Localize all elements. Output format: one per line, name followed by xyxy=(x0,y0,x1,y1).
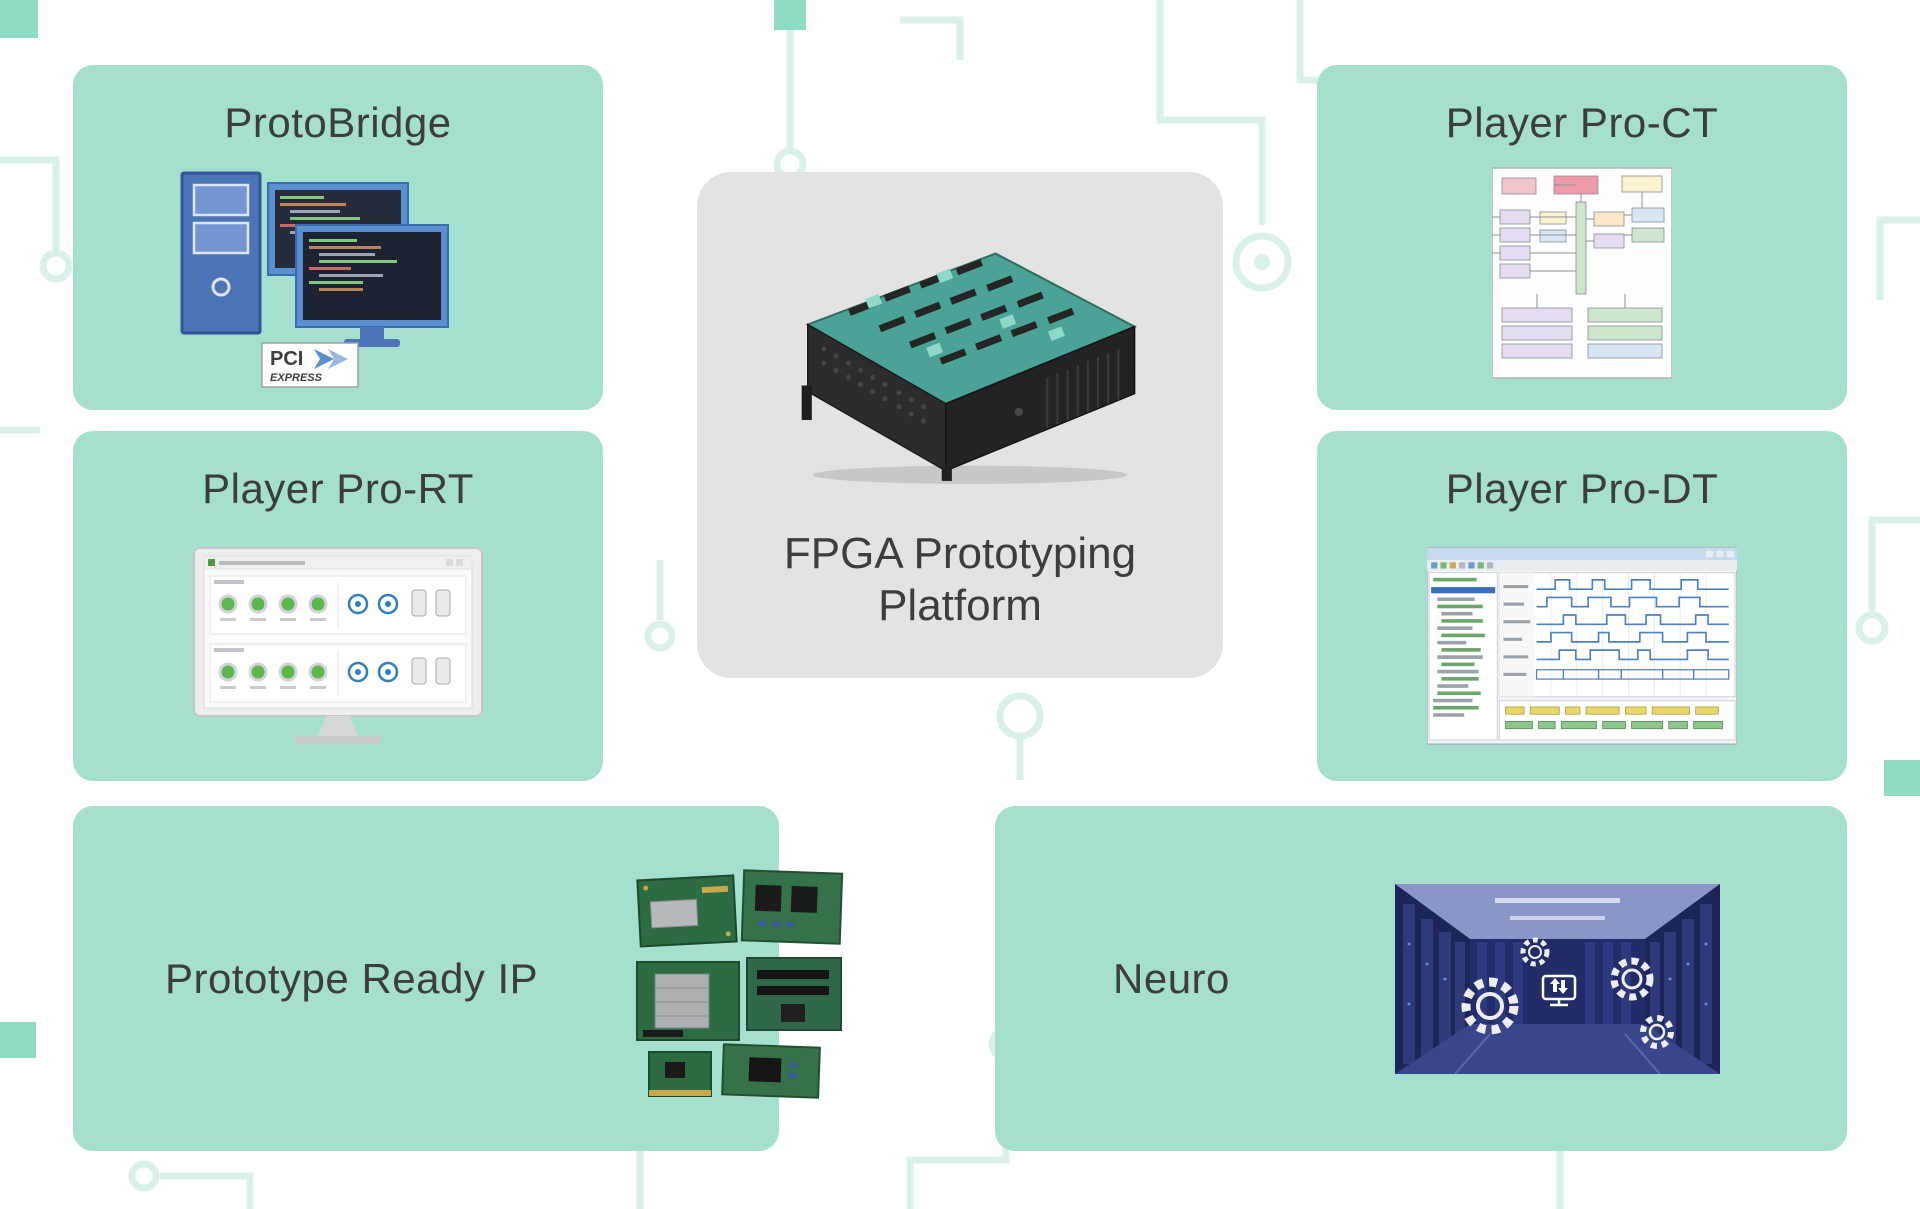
signal-tree-panel xyxy=(1428,572,1498,741)
pci-express-logo: PCI EXPRESS xyxy=(261,342,359,388)
card-title-neuro: Neuro xyxy=(1113,954,1230,1002)
pcb-board-dual-chip xyxy=(740,869,844,945)
card-title-protobridge: ProtoBridge xyxy=(224,99,452,146)
schedule-panel xyxy=(1498,700,1736,741)
pc-tower xyxy=(180,171,262,335)
fpga-chassis-image xyxy=(801,252,1137,484)
pci-logo-text: PCI xyxy=(270,348,303,370)
control-panel-monitor-illustration xyxy=(193,547,483,744)
card-title-player-pro-ct: Player Pro-CT xyxy=(1445,99,1719,146)
block-diagram-illustration xyxy=(1492,167,1672,379)
card-title-player-pro-rt: Player Pro-RT xyxy=(202,465,474,512)
card-player-pro-ct[interactable]: Player Pro-CT xyxy=(1317,65,1847,410)
protobridge-illustration: PCI EXPRESS xyxy=(180,171,449,388)
panel-row-2 xyxy=(209,643,467,703)
card-prototype-ready-ip[interactable]: Prototype Ready IP xyxy=(73,806,844,1151)
card-title-prototype-ready-ip: Prototype Ready IP xyxy=(165,954,539,1002)
platform-box[interactable]: FPGA Prototyping Platform xyxy=(697,172,1223,678)
gear-icons xyxy=(1461,937,1674,1049)
card-player-pro-dt[interactable]: Player Pro-DT xyxy=(1317,431,1847,781)
waveform-viewer-illustration xyxy=(1427,547,1737,745)
pcb-board-heatsink xyxy=(636,961,740,1041)
waveform-panel xyxy=(1498,572,1736,698)
express-logo-text: EXPRESS xyxy=(270,372,323,384)
pcb-board-sfp xyxy=(636,874,738,948)
panel-row-1 xyxy=(209,575,467,635)
card-protobridge[interactable]: ProtoBridge xyxy=(73,65,603,410)
datacenter-illustration xyxy=(1395,884,1720,1074)
pcb-board-wide xyxy=(721,1043,821,1099)
transfer-monitor-icon xyxy=(1541,974,1577,1007)
card-player-pro-rt[interactable]: Player Pro-RT xyxy=(73,431,603,781)
code-monitor-front xyxy=(295,224,449,347)
circuit-boards-illustration xyxy=(636,869,844,1099)
pcb-board-connectors xyxy=(746,957,842,1031)
card-neuro[interactable]: Neuro xyxy=(995,806,1847,1151)
platform-title: FPGA Prototyping Platform xyxy=(783,529,1137,630)
pcb-board-small xyxy=(648,1051,712,1097)
card-title-player-pro-dt: Player Pro-DT xyxy=(1445,465,1719,512)
